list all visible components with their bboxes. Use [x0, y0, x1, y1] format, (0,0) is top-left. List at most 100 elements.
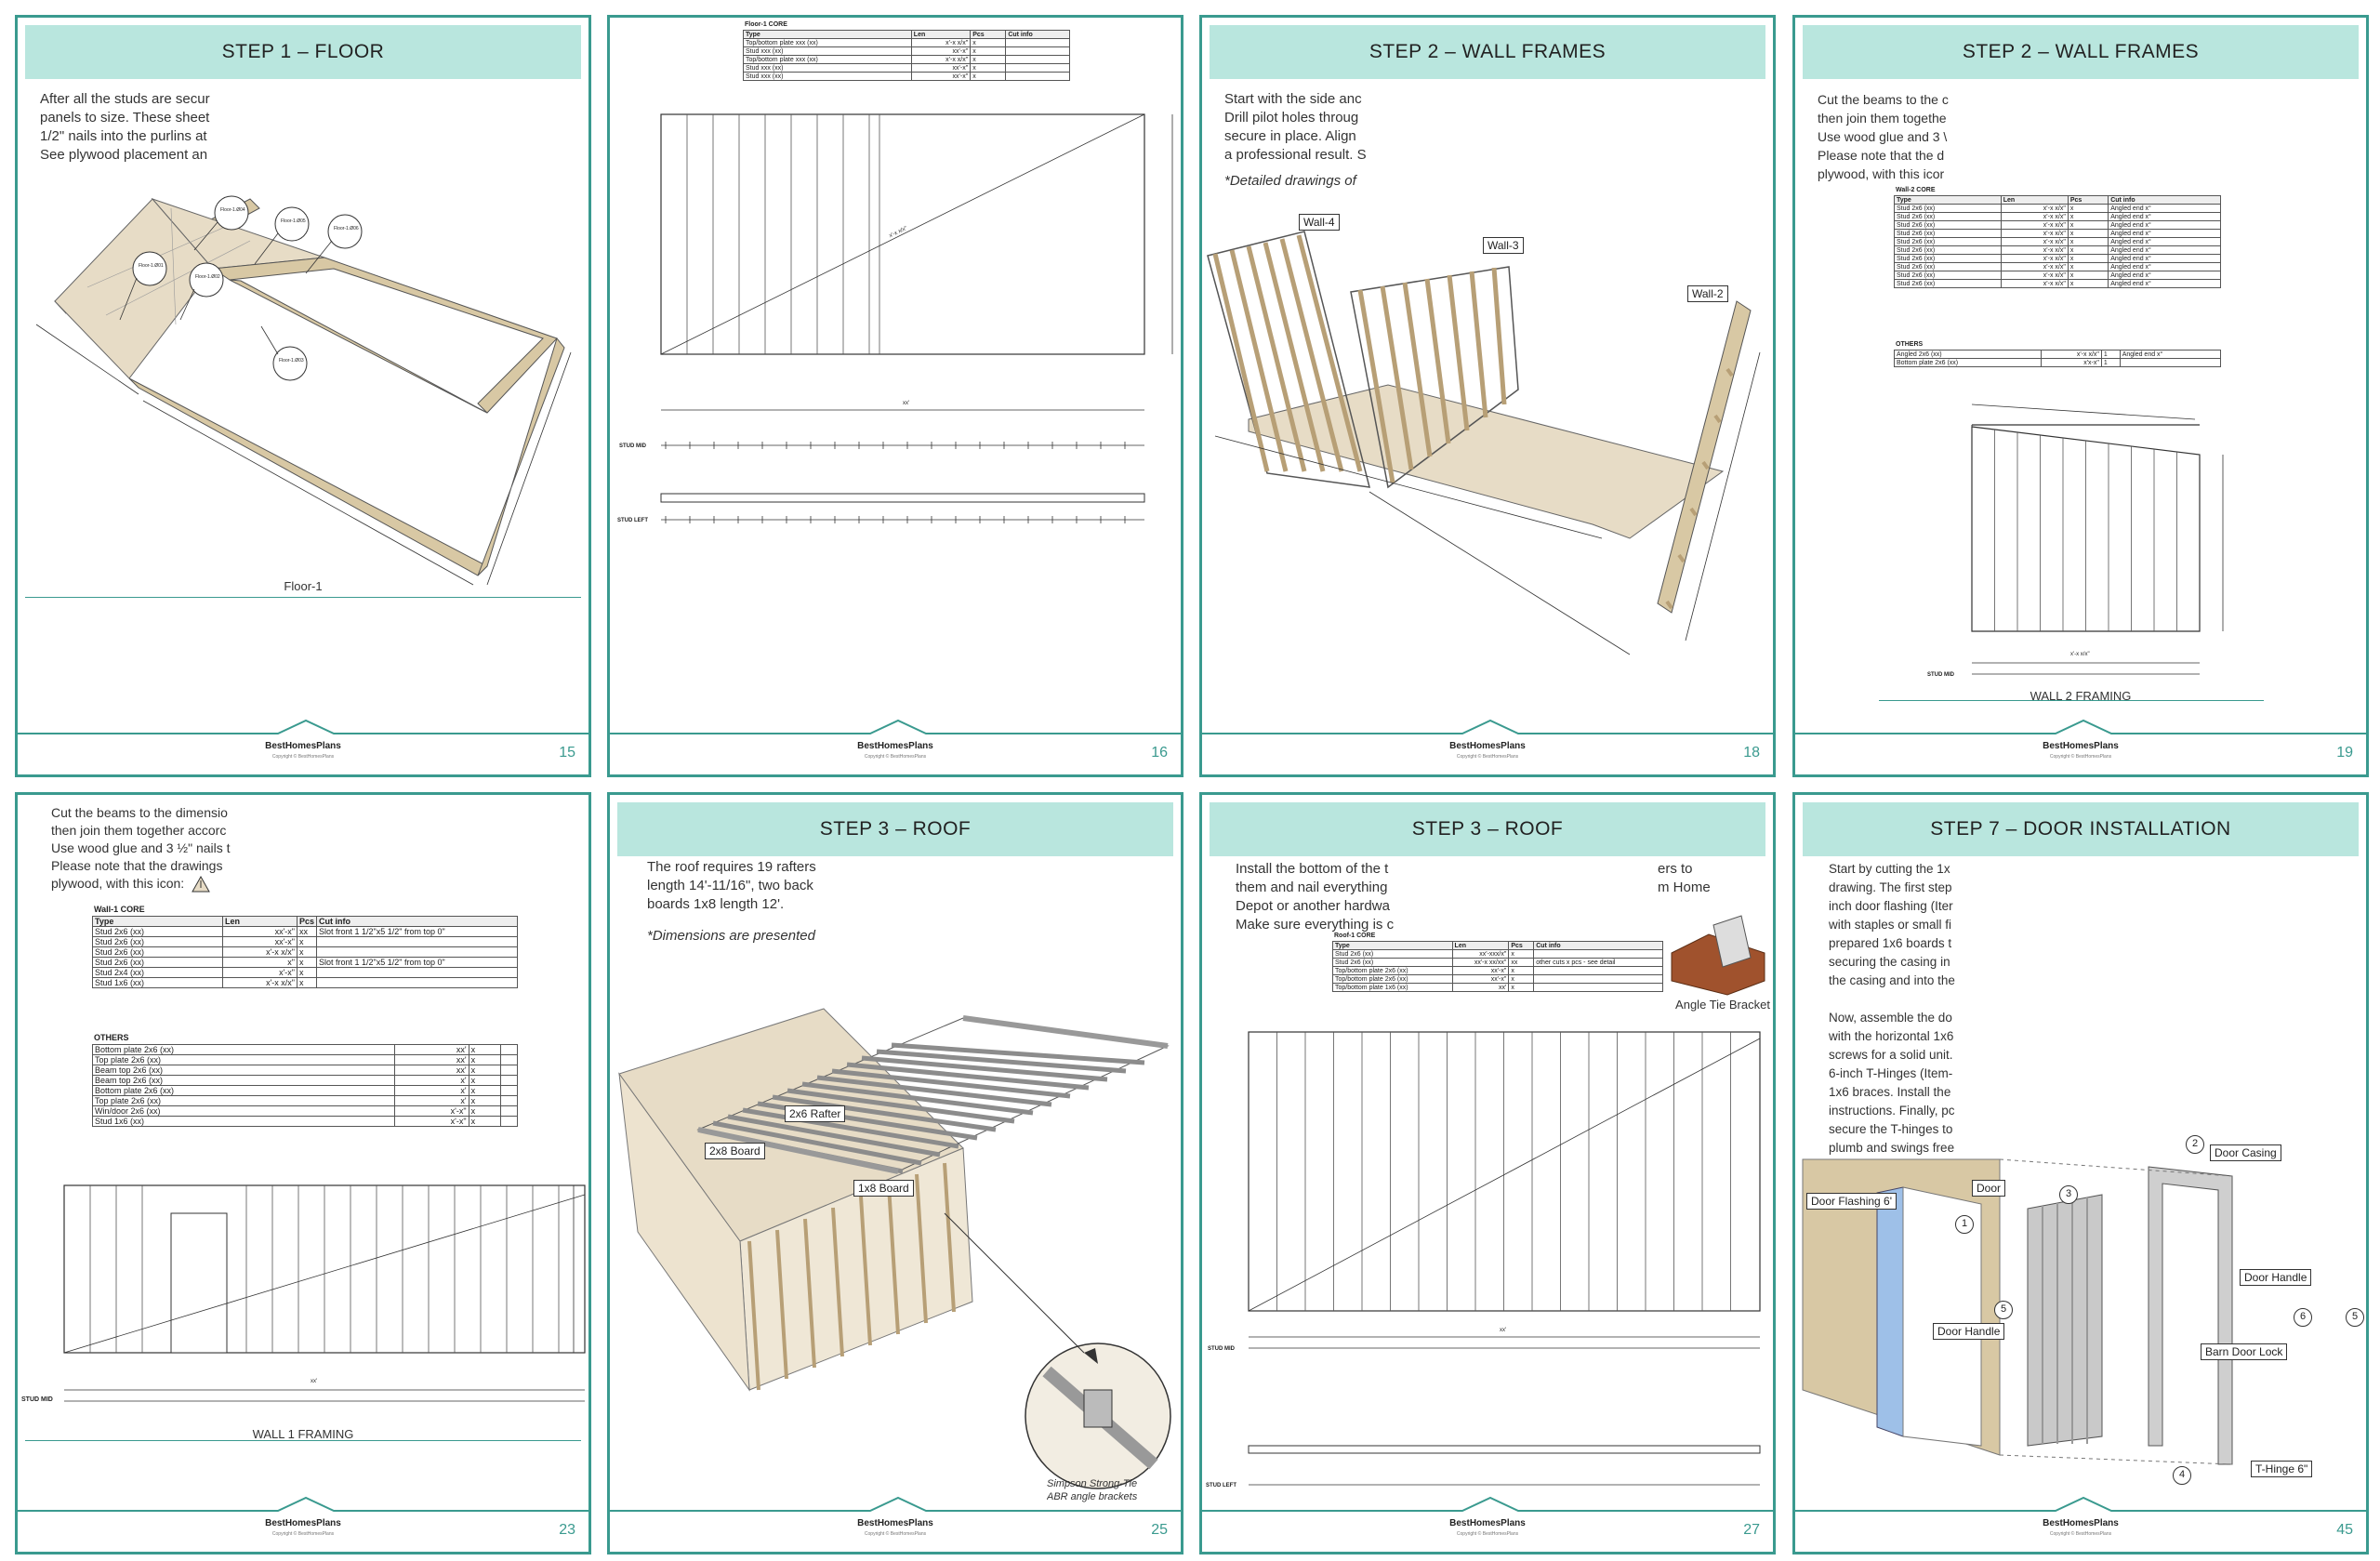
- wall-2-framing-drawing: [1971, 403, 2224, 675]
- item-marker: 5: [2346, 1308, 2364, 1327]
- framing-member: [1296, 234, 1363, 472]
- table-row: Top/bottom plate 1x6 (xx)xx'x: [1332, 983, 1663, 992]
- framing-member: [943, 1162, 956, 1313]
- framing-member: [891, 1042, 1145, 1065]
- others-title: OTHERS: [1896, 341, 1924, 348]
- callout-2x8-board: 2x8 Board: [705, 1143, 765, 1159]
- dim-label: xx': [1500, 1328, 1507, 1333]
- framing-member: [1491, 267, 1507, 405]
- page-footer: BestHomesPlans Copyright © BestHomesPlan…: [610, 1487, 1181, 1552]
- framing-member: [1713, 414, 1722, 424]
- framing-member: [712, 1120, 922, 1166]
- table-row: Stud 1x6 (xx)x'-x x/x"x: [92, 977, 518, 988]
- callout-wall-4: Wall-4: [1299, 214, 1340, 231]
- angle-tie-bracket-image: [1671, 915, 1765, 996]
- page-title: STEP 3 – ROOF: [617, 802, 1173, 856]
- framing-member: [1229, 249, 1289, 472]
- framing-member: [861, 1055, 1108, 1082]
- body-text-right: ers to m Home: [1658, 861, 1711, 895]
- page-title: STEP 1 – FLOOR: [25, 25, 581, 79]
- page-number: 18: [1743, 745, 1760, 761]
- floor-label: Floor-1.Ø05: [281, 218, 306, 224]
- copyright: Copyright © BestHomesPlans: [864, 754, 927, 760]
- framing-member: [1701, 460, 1710, 470]
- page-15: STEP 1 – FLOOR After all the studs are s…: [15, 15, 591, 777]
- note-text: *Detailed drawings of: [1224, 173, 1356, 189]
- copyright: Copyright © BestHomesPlans: [271, 1531, 335, 1537]
- bracket-caption: Angle Tie Bracket: [1675, 998, 1770, 1012]
- page-number: 45: [2336, 1522, 2353, 1538]
- floor-label: Floor-1.Ø06: [334, 226, 359, 232]
- item-marker: 5: [1994, 1301, 2013, 1319]
- framing-member: [1263, 242, 1326, 472]
- callout-door-casing: Door Casing: [2210, 1144, 2281, 1161]
- brand-name: BestHomesPlans: [2043, 741, 2119, 751]
- item-marker: 6: [2294, 1308, 2312, 1327]
- copyright: Copyright © BestHomesPlans: [2049, 754, 2112, 760]
- framing-member: [742, 1107, 959, 1149]
- framing-member: [831, 1207, 844, 1357]
- body-text: Cut the beams to the dimensio then join …: [51, 805, 231, 891]
- table-title: Roof-1 CORE: [1334, 933, 1376, 939]
- callout-door: Door: [1972, 1180, 2006, 1197]
- framing-member: [775, 1229, 788, 1380]
- dim-label: STUD MID: [619, 443, 646, 449]
- footer-roof-icon: [1202, 719, 1773, 734]
- framing-member: [1677, 553, 1686, 563]
- callout-t-hinge: T-Hinge 6": [2251, 1461, 2313, 1477]
- page-footer: BestHomesPlans Copyright © BestHomesPlan…: [1202, 709, 1773, 774]
- figure-caption: WALL 1 FRAMING: [252, 1427, 354, 1441]
- brand-name: BestHomesPlans: [1449, 741, 1526, 751]
- body-text: Cut the beams to the c then join them to…: [1818, 92, 1949, 181]
- table-title: Floor-1 CORE: [745, 21, 787, 28]
- callout-wall-3: Wall-3: [1483, 237, 1524, 254]
- wall-1-framing-drawing: [63, 1184, 586, 1402]
- brand-name: BestHomesPlans: [265, 1518, 341, 1528]
- page-19: STEP 2 – WALL FRAMES Cut the beams to th…: [1792, 15, 2369, 777]
- body-text: Install the bottom of the t them and nai…: [1236, 861, 1394, 933]
- framing-member: [1380, 285, 1414, 470]
- framing-member: [1212, 253, 1270, 472]
- note-text: *Dimensions are presented: [647, 928, 815, 944]
- page-number: 25: [1151, 1522, 1168, 1538]
- dim-label: xx': [903, 401, 910, 406]
- item-marker: 1: [1955, 1215, 1974, 1234]
- dim-label: STUD MID: [21, 1396, 53, 1403]
- page-27: STEP 3 – ROOF Install the bottom of the …: [1199, 792, 1776, 1554]
- page-25: STEP 3 – ROOF The roof requires 19 rafte…: [607, 792, 1183, 1554]
- body-text: Start with the side anc Drill pilot hole…: [1224, 91, 1367, 163]
- framing-member: [859, 1196, 872, 1346]
- framing-member: [772, 1094, 997, 1132]
- copyright: Copyright © BestHomesPlans: [271, 754, 335, 760]
- brand-name: BestHomesPlans: [857, 1518, 933, 1528]
- framing-member: [803, 1218, 816, 1369]
- framing-member: [1279, 238, 1344, 472]
- page-footer: BestHomesPlans Copyright © BestHomesPlan…: [1795, 709, 2366, 774]
- dim-label: STUD MID: [1208, 1346, 1235, 1352]
- others-title: OTHERS: [94, 1033, 129, 1042]
- page-number: 19: [2336, 745, 2353, 761]
- floor-label: Floor-1.Ø03: [279, 358, 304, 364]
- footer-roof-icon: [1795, 719, 2366, 734]
- table-row: Stud xxx (xx)xx'-x"x: [743, 72, 1070, 81]
- floor-framing-drawing: [660, 113, 1173, 523]
- page-number: 23: [559, 1522, 575, 1538]
- page-number: 16: [1151, 745, 1168, 761]
- copyright: Copyright © BestHomesPlans: [1456, 1531, 1519, 1537]
- page-footer: BestHomesPlans Copyright © BestHomesPlan…: [18, 709, 588, 774]
- framing-member: [876, 1049, 1127, 1074]
- copyright: Copyright © BestHomesPlans: [1456, 754, 1519, 760]
- copyright: Copyright © BestHomesPlans: [864, 1531, 927, 1537]
- dim-label: x'-x x/x": [2070, 652, 2090, 657]
- page-45: STEP 7 – DOOR INSTALLATION Start by cutt…: [1792, 792, 2369, 1554]
- page-footer: BestHomesPlans Copyright © BestHomesPlan…: [18, 1487, 588, 1552]
- framing-member: [747, 1240, 760, 1391]
- framing-member: [1665, 600, 1673, 610]
- table-row: Stud 1x6 (xx)x'-x"x: [91, 1116, 519, 1127]
- callout-rafter: 2x6 Rafter: [785, 1105, 846, 1122]
